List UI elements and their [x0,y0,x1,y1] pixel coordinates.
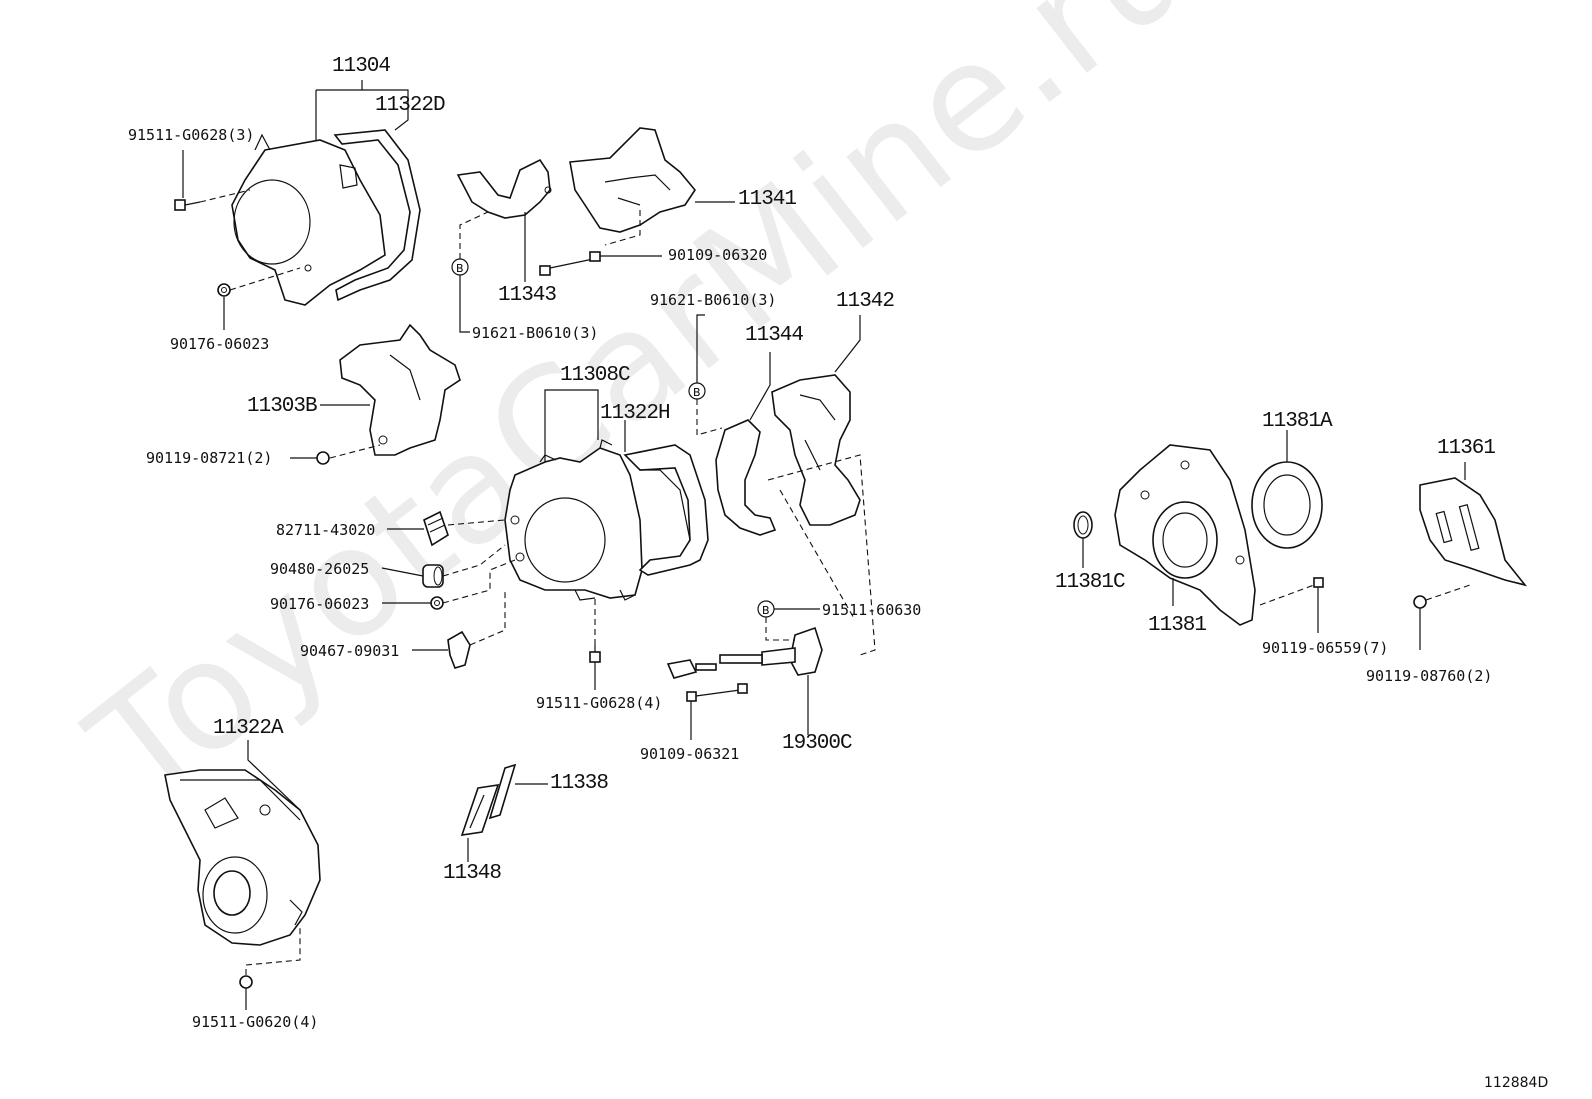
bolt-90109-06320 [539,251,601,276]
label-90480-26025: 90480-26025 [270,560,370,578]
label-91511-g0628-3: 91511-G0628(3) [128,126,255,144]
bolt-90119-08721 [316,451,330,465]
label-91621-b0610-3-right: 91621-B0610(3) [650,291,777,309]
label-11348: 11348 [443,862,502,885]
label-91511-g0628-4: 91511-G0628(4) [536,694,663,712]
label-11308C: 11308C [560,364,631,387]
ref-b-1: B [456,262,464,275]
label-11381A: 11381A [1262,410,1333,433]
label-11381: 11381 [1148,614,1207,637]
retainer-11381 [1114,444,1256,626]
timing-cover-11304 [231,133,386,306]
label-90176-06023-upper: 90176-06023 [170,335,270,353]
label-11381C: 11381C [1055,571,1126,594]
clip-82711-43020 [423,510,449,547]
label-11322D: 11322D [375,94,446,117]
label-90467-09031: 90467-09031 [300,642,400,660]
label-90109-06321: 90109-06321 [640,745,740,763]
label-19300C: 19300C [782,732,853,755]
label-11338: 11338 [550,772,609,795]
label-11341: 11341 [738,188,797,211]
label-11361: 11361 [1437,437,1496,460]
label-11342: 11342 [836,290,895,313]
timing-cover-11308C [504,439,643,601]
bolt-91511-g0628-lower [589,645,601,663]
bolt-90119-06559 [1313,577,1324,588]
bolt-90119-08760 [1413,595,1427,609]
nut-91511-g0620 [239,975,253,989]
label-11304: 11304 [332,55,391,78]
gasket-11322H [623,444,709,576]
label-11303B: 11303B [247,395,318,418]
label-11322A: 11322A [213,717,284,740]
label-82711-43020: 82711-43020 [276,521,376,539]
guide-11338 [488,763,517,820]
ref-b-3: B [762,604,770,617]
label-11322H: 11322H [600,402,671,425]
bracket-11342 [771,374,861,526]
bolt-91511-g0628-upper [174,199,201,211]
gasket-11322D [333,129,421,302]
timing-cover-11322A [164,769,321,946]
label-91621-b0610-3-left: 91621-B0610(3) [472,324,599,342]
ref-b-2: B [693,386,701,399]
nut-90176-06023-upper [217,283,231,297]
oil-seal-11381A [1251,461,1323,549]
label-90119-06559-7: 90119-06559(7) [1262,639,1389,657]
bolt-90109-06321 [686,683,748,702]
bracket-11344 [715,419,777,536]
label-11343: 11343 [498,284,557,307]
o-ring-11381C [1073,511,1093,539]
label-90119-08721-2: 90119-08721(2) [146,449,273,467]
plate-11361 [1419,477,1528,587]
label-90109-06320: 90109-06320 [668,246,768,264]
label-90119-08760-2: 90119-08760(2) [1366,667,1493,685]
label-91511-60630: 91511-60630 [822,601,922,619]
figure-code: 112884D [1484,1075,1549,1091]
label-11344: 11344 [745,324,804,347]
guide-11348 [460,784,500,836]
clamp-90467-09031 [447,630,471,669]
sensor-19300C [666,626,823,679]
bracket-11343 [456,158,552,219]
label-90176-06023-lower: 90176-06023 [270,595,370,613]
nut-90176-06023-lower [430,596,444,610]
grommet-90480-26025 [422,564,444,588]
cover-11303B [339,323,461,456]
label-91511-g0620-4: 91511-G0620(4) [192,1013,319,1031]
bracket-11341 [569,127,696,233]
